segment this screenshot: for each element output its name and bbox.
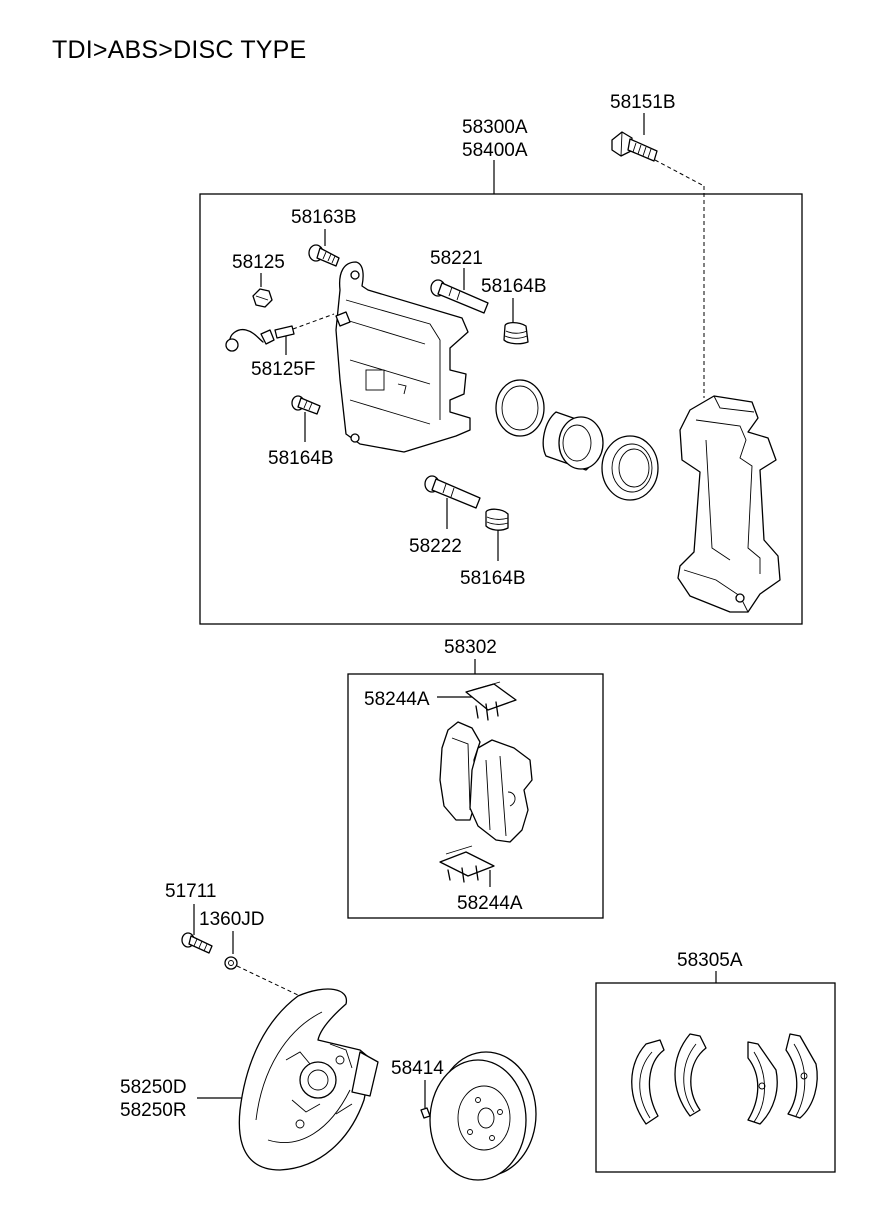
caliper-bolt-upper: [308, 244, 340, 267]
label-51711: 51711: [165, 881, 216, 902]
label-58305A: 58305A: [677, 950, 743, 971]
label-58164B-upper: 58164B: [481, 276, 547, 297]
backing-plate: [238, 988, 379, 1171]
bleeder-screw: [225, 325, 295, 352]
caliper-bracket: [677, 395, 781, 613]
label-58244A-upper: 58244A: [364, 689, 430, 710]
dust-boot: [601, 435, 659, 501]
label-58414: 58414: [391, 1058, 444, 1079]
brake-disc: [429, 1051, 537, 1181]
bleeder-cap: [252, 288, 273, 308]
label-58221: 58221: [430, 248, 483, 269]
piston-seal: [495, 379, 545, 437]
label-58300A: 58300A: [462, 117, 528, 138]
boot-upper: [503, 321, 529, 345]
brake-pads: [439, 721, 533, 843]
part-labels: 58151B 58300A 58400A 58163B 58221 58125 …: [120, 92, 743, 1121]
guide-pin-lower: [424, 475, 481, 509]
label-58400A: 58400A: [462, 140, 528, 161]
label-58250D: 58250D: [120, 1077, 187, 1098]
caliper-housing: [335, 261, 471, 453]
pad-clip-upper: [465, 681, 517, 721]
caliper-bracket-bolt: [611, 131, 658, 162]
label-58125F: 58125F: [251, 359, 315, 380]
disc-screw: [420, 1107, 431, 1119]
guide-pin-upper: [430, 279, 489, 314]
pad-clip-lower: [439, 845, 495, 883]
label-58151B: 58151B: [610, 92, 676, 113]
label-58164B-left: 58164B: [268, 448, 334, 469]
label-58163B: 58163B: [291, 207, 357, 228]
label-58222: 58222: [409, 536, 462, 557]
piston: [542, 411, 604, 471]
boot-lower: [485, 508, 509, 531]
leader-lines: [193, 113, 717, 1108]
label-58125: 58125: [232, 252, 285, 273]
label-58244A-lower: 58244A: [457, 893, 523, 914]
backing-plate-bolt: [181, 932, 213, 954]
label-58164B-lower: 58164B: [460, 568, 526, 589]
label-58302: 58302: [444, 637, 497, 658]
label-1360JD: 1360JD: [199, 909, 265, 930]
caliper-assembly-box: [199, 193, 803, 625]
diagram-title: TDI>ABS>DISC TYPE: [52, 36, 307, 64]
brake-shoes: [631, 1033, 818, 1125]
caliper-bolt-lower: [291, 395, 321, 415]
label-58250R: 58250R: [120, 1100, 187, 1121]
washer: [224, 956, 238, 970]
